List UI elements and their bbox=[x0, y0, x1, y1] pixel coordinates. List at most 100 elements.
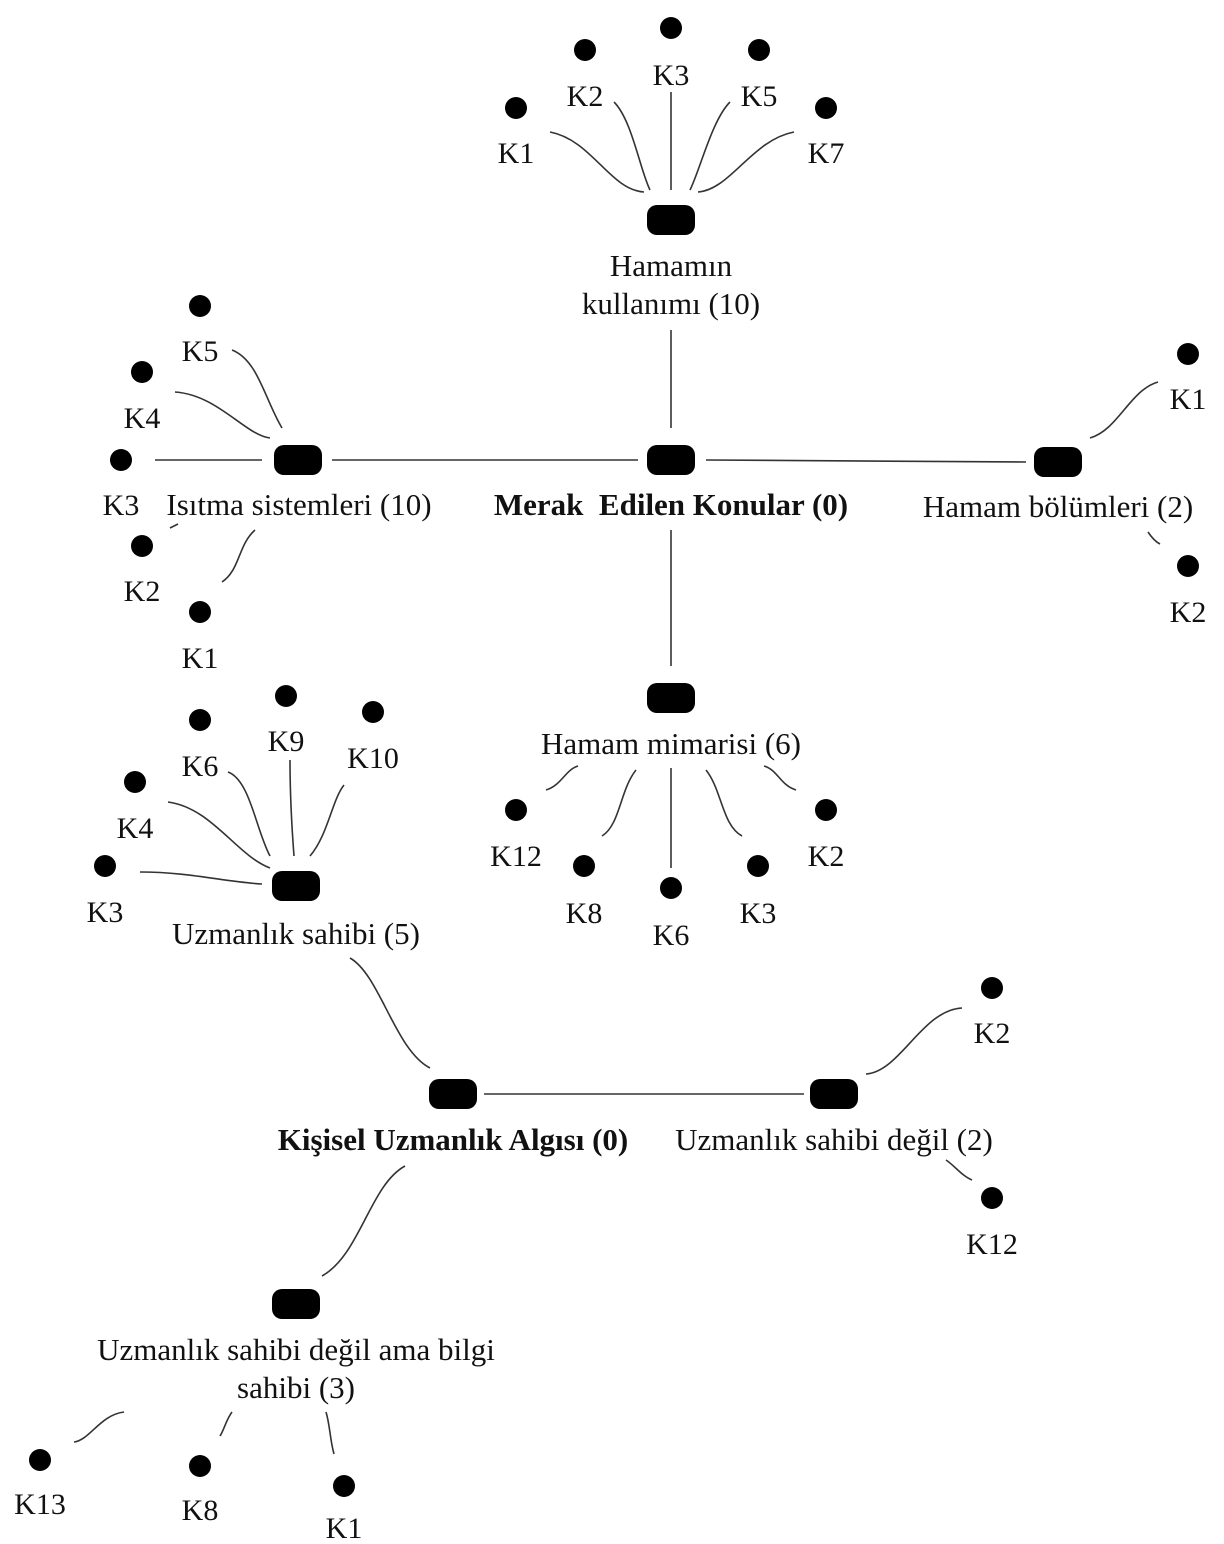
code-hamam-mimarisi[interactable] bbox=[647, 683, 695, 713]
code-box-icon bbox=[647, 205, 695, 235]
case-label-isitma-k2: K2 bbox=[124, 575, 161, 608]
case-label-isitma-k3: K3 bbox=[103, 489, 140, 522]
case-pin-isitma-k5[interactable] bbox=[189, 284, 211, 328]
case-pin-mimarisi-k6[interactable] bbox=[660, 866, 682, 910]
document-pin-icon bbox=[189, 698, 211, 742]
document-pin-icon bbox=[131, 350, 153, 394]
case-label-degil-k2: K2 bbox=[974, 1017, 1011, 1050]
case-pin-mimarisi-k2[interactable] bbox=[815, 788, 837, 832]
edge-uzman-k4 bbox=[167, 801, 271, 869]
edge-kisisel-bilgi bbox=[321, 1165, 406, 1277]
case-label-bilgi-k8: K8 bbox=[182, 1494, 219, 1527]
case-pin-isitma-k2[interactable] bbox=[131, 524, 153, 568]
code-hamamin-kullanimi[interactable] bbox=[647, 205, 695, 235]
case-pin-bilgi-k8[interactable] bbox=[189, 1444, 211, 1488]
case-pin-kullanimi-k2[interactable] bbox=[574, 28, 596, 72]
document-pin-icon bbox=[189, 284, 211, 328]
case-pin-isitma-k3[interactable] bbox=[110, 438, 132, 482]
edge-kullanimi-k5 bbox=[689, 101, 731, 191]
code-kisisel-uzmanlik-algisi[interactable] bbox=[429, 1079, 477, 1109]
edge-mimarisi-k3 bbox=[705, 769, 743, 837]
case-pin-mimarisi-k12[interactable] bbox=[505, 788, 527, 832]
edge-bolumleri-k2 bbox=[1147, 531, 1161, 545]
case-pin-isitma-k1[interactable] bbox=[189, 590, 211, 634]
document-pin-icon bbox=[981, 1176, 1003, 1220]
document-pin-icon bbox=[815, 788, 837, 832]
edge-isitma-k4 bbox=[174, 391, 271, 439]
document-pin-icon bbox=[574, 28, 596, 72]
case-label-bilgi-k13: K13 bbox=[14, 1488, 66, 1521]
label-hamam-mimarisi: Hamam mimarisi (6) bbox=[541, 726, 801, 761]
edge-isitma-k1 bbox=[221, 529, 256, 583]
case-pin-bolumleri-k2[interactable] bbox=[1177, 544, 1199, 588]
case-pin-bolumleri-k1[interactable] bbox=[1177, 332, 1199, 376]
case-pin-kullanimi-k7[interactable] bbox=[815, 86, 837, 130]
edge-uzman-k3 bbox=[139, 871, 263, 885]
label-hamamin-kullanimi-line1: Hamamın bbox=[610, 248, 733, 283]
code-box-icon bbox=[810, 1079, 858, 1109]
case-pin-mimarisi-k3[interactable] bbox=[747, 844, 769, 888]
edge-bilgi-k13 bbox=[73, 1411, 125, 1443]
document-pin-icon bbox=[333, 1464, 355, 1508]
case-pin-kullanimi-k5[interactable] bbox=[748, 28, 770, 72]
case-pin-uzman-k4[interactable] bbox=[124, 760, 146, 804]
document-pin-icon bbox=[275, 674, 297, 718]
case-label-degil-k12: K12 bbox=[966, 1228, 1018, 1261]
case-label-isitma-k4: K4 bbox=[124, 402, 161, 435]
case-label-uzman-k9: K9 bbox=[268, 725, 305, 758]
code-box-icon bbox=[429, 1079, 477, 1109]
edge-kullanimi-k2 bbox=[613, 101, 651, 191]
case-label-bilgi-k1: K1 bbox=[326, 1512, 363, 1544]
label-hamam-bolumleri: Hamam bölümleri (2) bbox=[923, 489, 1193, 524]
label-uzmanlik-sahibi-degil-ama-bilgi-line2: sahibi (3) bbox=[237, 1370, 355, 1405]
case-pin-kullanimi-k1[interactable] bbox=[505, 86, 527, 130]
document-pin-icon bbox=[505, 86, 527, 130]
case-label-uzman-k6: K6 bbox=[182, 750, 219, 783]
document-pin-icon bbox=[29, 1438, 51, 1482]
code-uzmanlik-sahibi-degil[interactable] bbox=[810, 1079, 858, 1109]
case-pin-uzman-k10[interactable] bbox=[362, 690, 384, 734]
case-pin-kullanimi-k3[interactable] bbox=[660, 6, 682, 50]
code-merak-edilen-konular[interactable] bbox=[647, 445, 695, 475]
case-pin-degil-k12[interactable] bbox=[981, 1176, 1003, 1220]
case-pin-bilgi-k1[interactable] bbox=[333, 1464, 355, 1508]
document-pin-icon bbox=[660, 866, 682, 910]
case-pin-bilgi-k13[interactable] bbox=[29, 1438, 51, 1482]
edge-bilgi-k1 bbox=[325, 1411, 335, 1455]
label-uzmanlik-sahibi-degil: Uzmanlık sahibi değil (2) bbox=[675, 1122, 993, 1157]
label-uzmanlik-sahibi-degil-ama-bilgi-line1: Uzmanlık sahibi değil ama bilgi bbox=[97, 1332, 495, 1367]
code-hamam-bolumleri[interactable] bbox=[1034, 447, 1082, 477]
code-uzmanlik-sahibi-degil-ama-bilgi[interactable] bbox=[272, 1289, 320, 1319]
edge-merak-bolumleri bbox=[705, 459, 1027, 463]
code-isitma-sistemleri[interactable] bbox=[274, 445, 322, 475]
case-pin-uzman-k6[interactable] bbox=[189, 698, 211, 742]
document-pin-icon bbox=[189, 590, 211, 634]
document-pin-icon bbox=[815, 86, 837, 130]
case-label-mimarisi-k3: K3 bbox=[740, 897, 777, 930]
case-pin-isitma-k4[interactable] bbox=[131, 350, 153, 394]
case-label-isitma-k1: K1 bbox=[182, 642, 219, 675]
case-label-mimarisi-k6: K6 bbox=[653, 919, 690, 952]
document-pin-icon bbox=[94, 844, 116, 888]
document-pin-icon bbox=[748, 28, 770, 72]
edge-degil-k12 bbox=[945, 1159, 973, 1181]
edges bbox=[73, 92, 1161, 1455]
case-label-kullanimi-k7: K7 bbox=[808, 137, 845, 170]
document-pin-icon bbox=[1177, 332, 1199, 376]
edge-bolumleri-k1 bbox=[1089, 381, 1159, 439]
document-pin-icon bbox=[660, 6, 682, 50]
case-pin-degil-k2[interactable] bbox=[981, 966, 1003, 1010]
case-pin-uzman-k9[interactable] bbox=[275, 674, 297, 718]
document-pin-icon bbox=[362, 690, 384, 734]
case-label-mimarisi-k2: K2 bbox=[808, 840, 845, 873]
case-label-bolumleri-k2: K2 bbox=[1170, 596, 1207, 629]
code-box-icon bbox=[272, 1289, 320, 1319]
case-pin-uzman-k3[interactable] bbox=[94, 844, 116, 888]
code-uzmanlik-sahibi[interactable] bbox=[272, 871, 320, 901]
code-box-icon bbox=[272, 871, 320, 901]
label-isitma-sistemleri: Isıtma sistemleri (10) bbox=[166, 487, 431, 522]
case-label-uzman-k10: K10 bbox=[347, 742, 399, 775]
case-pin-mimarisi-k8[interactable] bbox=[573, 844, 595, 888]
code-box-icon bbox=[647, 683, 695, 713]
label-uzmanlik-sahibi: Uzmanlık sahibi (5) bbox=[172, 916, 420, 951]
